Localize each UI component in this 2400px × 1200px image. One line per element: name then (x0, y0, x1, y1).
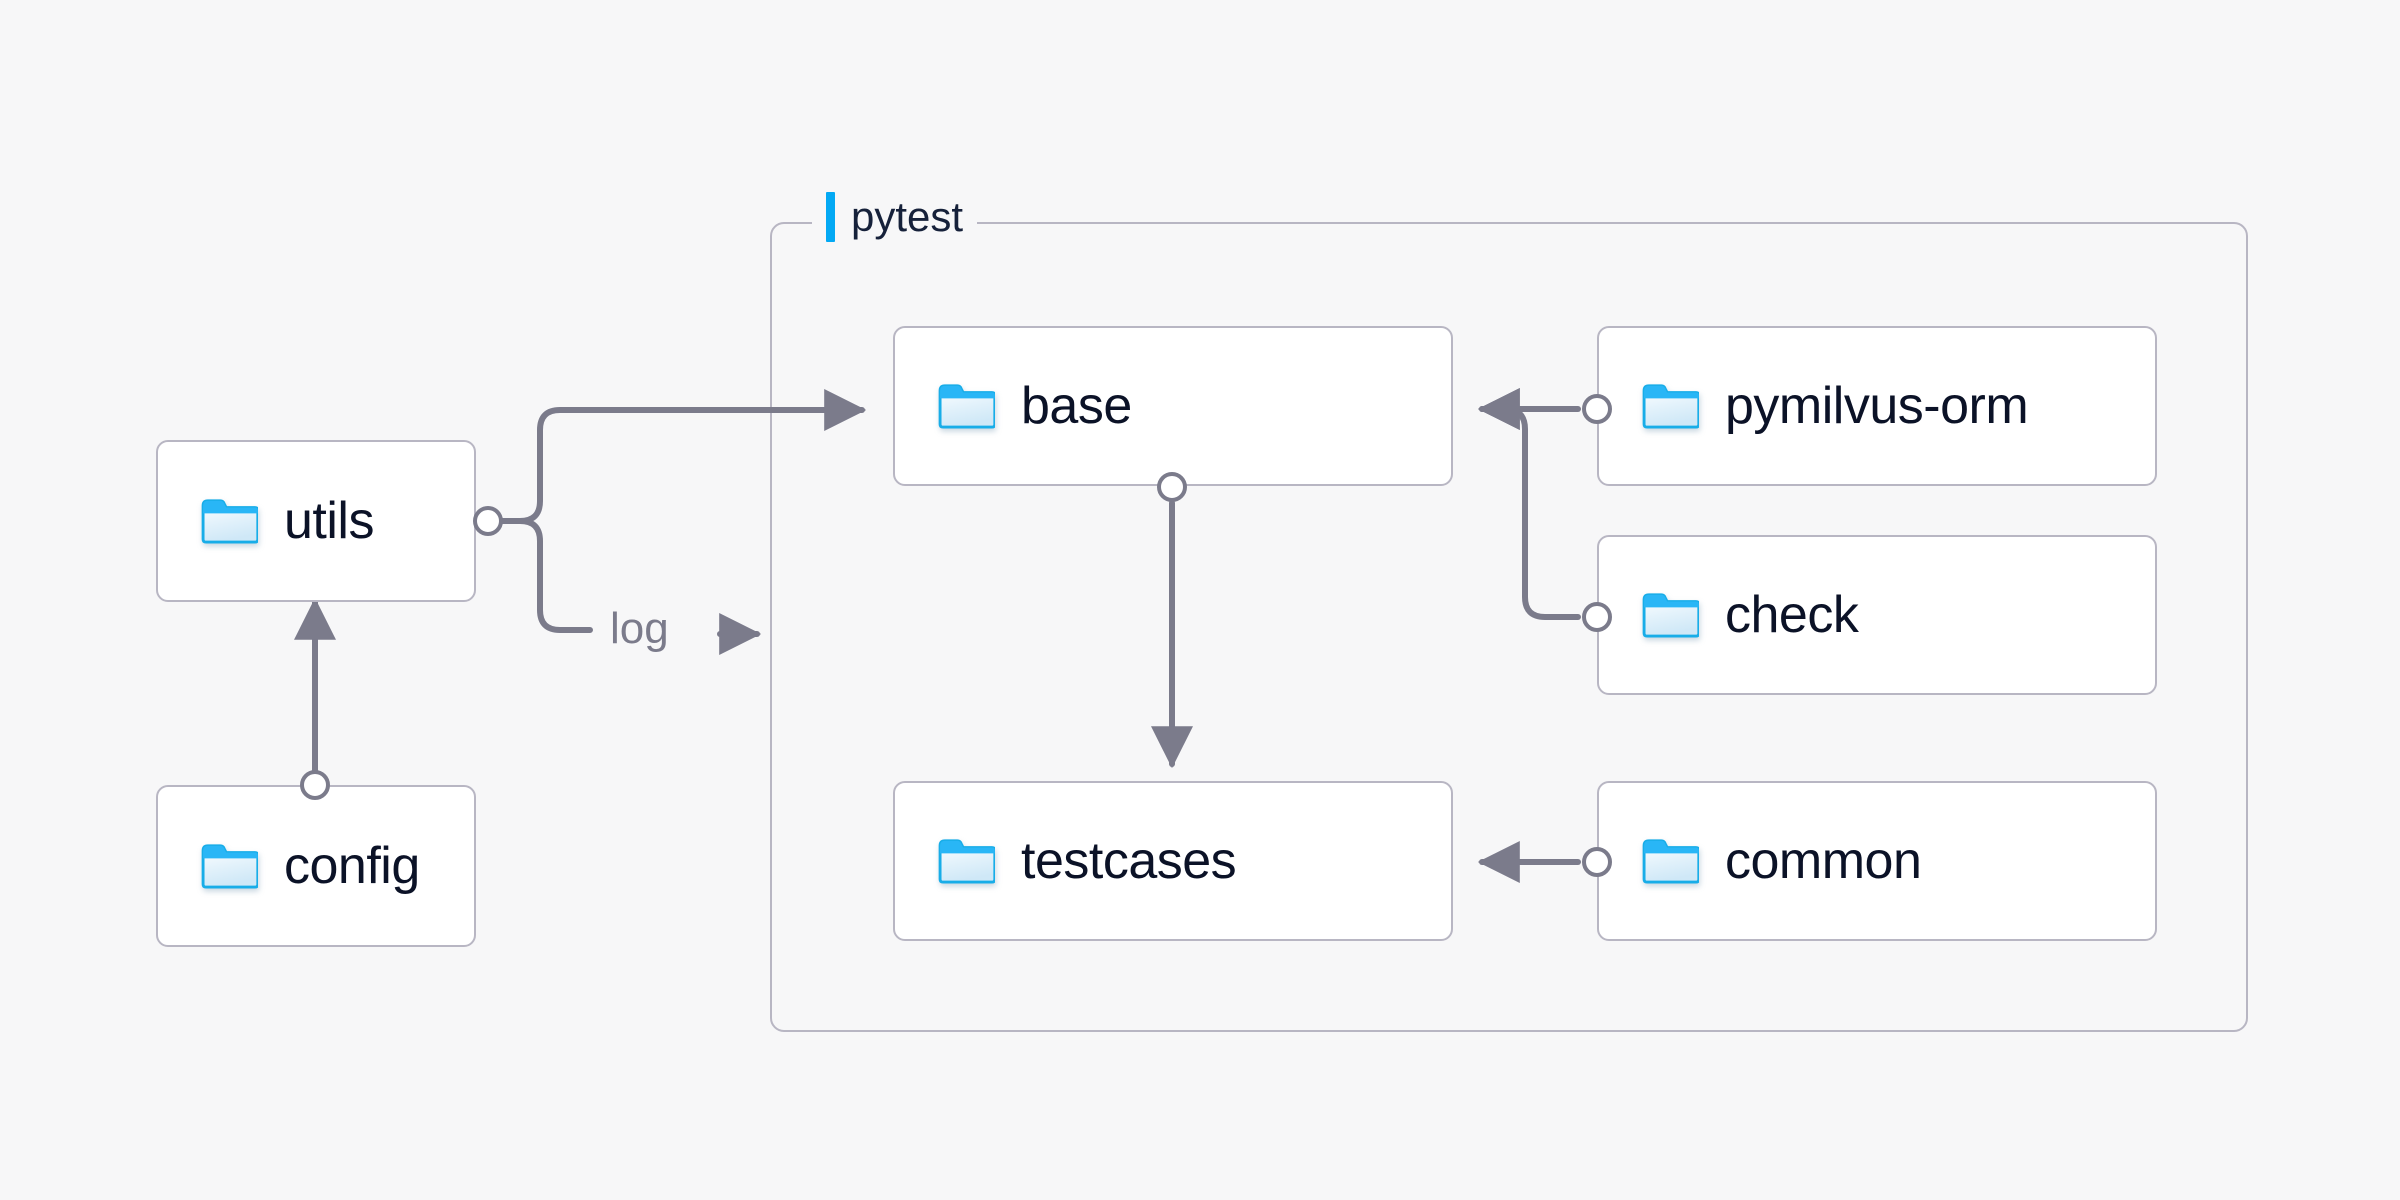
node-label-base: base (1021, 377, 1132, 435)
handle-config-top[interactable] (300, 770, 330, 800)
folder-icon (1642, 384, 1699, 429)
edge-utils-log (485, 518, 593, 633)
edge-check-base (1477, 388, 1581, 620)
node-base[interactable]: base (893, 326, 1453, 486)
folder-icon (201, 844, 258, 889)
node-label-config: config (284, 837, 420, 895)
node-utils[interactable]: utils (156, 440, 476, 602)
handle-utils-right[interactable] (473, 506, 503, 536)
handle-common-left[interactable] (1582, 847, 1612, 877)
folder-icon (1642, 839, 1699, 884)
folder-icon (938, 384, 995, 429)
group-title-label: pytest (851, 193, 964, 240)
node-label-testcases: testcases (1021, 832, 1237, 890)
handle-check-left[interactable] (1582, 602, 1612, 632)
node-label-check: check (1725, 586, 1859, 644)
handle-base-bottom[interactable] (1157, 472, 1187, 502)
node-testcases[interactable]: testcases (893, 781, 1453, 941)
node-config[interactable]: config (156, 785, 476, 947)
node-label-utils: utils (284, 492, 374, 550)
node-check[interactable]: check (1597, 535, 2157, 695)
folder-icon (938, 839, 995, 884)
pytest-group-title: pytest (812, 192, 978, 242)
folder-icon (201, 499, 258, 544)
node-label-common: common (1725, 832, 1922, 890)
edge-utils-base (485, 389, 867, 524)
edge-label-log: log (600, 604, 679, 654)
accent-bar-icon (826, 192, 835, 242)
node-common[interactable]: common (1597, 781, 2157, 941)
pytest-group-container[interactable] (770, 222, 2248, 1032)
folder-icon (1642, 593, 1699, 638)
node-label-pymilvus-orm: pymilvus-orm (1725, 377, 2029, 435)
node-pymilvus-orm[interactable]: pymilvus-orm (1597, 326, 2157, 486)
handle-pymilvus-orm-left[interactable] (1582, 394, 1612, 424)
